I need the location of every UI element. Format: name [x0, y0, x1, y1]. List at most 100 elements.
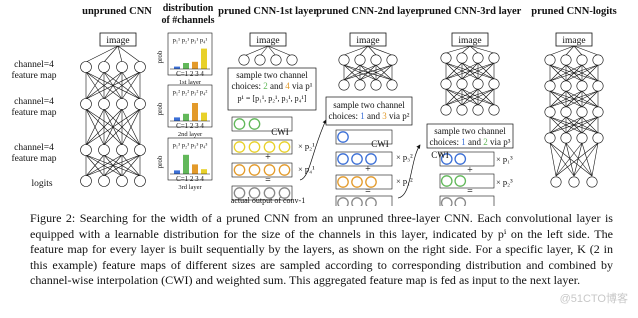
l1-cwi: CWI [271, 127, 289, 137]
neuron [98, 175, 110, 187]
dist-layer-label: 3rd layer [178, 184, 202, 191]
l2-equals: = [365, 186, 371, 197]
channel [233, 164, 246, 176]
neuron [80, 61, 92, 73]
channel [248, 118, 261, 130]
unpruned-image-box [99, 32, 137, 47]
channel [351, 153, 363, 165]
l2-plus: + [365, 164, 371, 175]
neuron [560, 54, 572, 66]
left-label-logits: logits [31, 179, 52, 189]
channel [263, 164, 276, 176]
l2-cwi: CWI [371, 139, 389, 149]
neuron [98, 144, 110, 156]
neuron [560, 80, 572, 92]
dist-bar [201, 169, 207, 174]
dist-legend: p₁¹ p₂¹ p₃¹ p₄¹ [173, 37, 208, 44]
channel [454, 153, 467, 165]
l2-mult-a: × p₃² [396, 152, 413, 162]
logits-panel: image [544, 32, 604, 188]
neuron [544, 80, 556, 92]
l1-image-label: image [256, 36, 279, 46]
l1-choice-box [227, 67, 317, 111]
l1-mult-b: × p₄¹ [298, 164, 315, 174]
channel [263, 141, 276, 153]
unpruned-image-label: image [106, 36, 129, 46]
l3-panel: image sample two channel choices: 1 and … [426, 32, 514, 206]
feature-map [439, 151, 495, 167]
neuron [456, 78, 468, 90]
l3-choice-line1: sample two channel [434, 126, 506, 136]
neuron [254, 54, 266, 66]
dist-ylabel: prob [156, 102, 164, 115]
l3-mult-b: × p₂³ [496, 177, 513, 187]
dist-ylabel: prob [156, 50, 164, 63]
col-title-unpruned: unpruned CNN [82, 6, 152, 17]
neuron [472, 52, 484, 64]
left-label-1b: feature map [11, 70, 56, 81]
neuron [116, 98, 128, 110]
logit-neuron [586, 176, 598, 188]
dist-bar [174, 66, 180, 69]
neuron [592, 54, 604, 66]
neuron [456, 52, 468, 64]
l1-mult-a: × p₂¹ [298, 141, 315, 151]
channel [454, 197, 467, 206]
channel [278, 187, 291, 199]
channel [263, 187, 276, 199]
left-label-2b: feature map [11, 107, 56, 118]
channel [351, 197, 363, 206]
dist-bar [201, 48, 207, 69]
neuron [270, 54, 282, 66]
logits-image-label: image [562, 36, 585, 46]
feature-map [335, 129, 393, 145]
l3-image-label: image [458, 36, 481, 46]
channel [233, 187, 246, 199]
l1-formula: p¹ = [p₁¹, p₂¹, p₃¹, p₄¹] [238, 94, 307, 103]
neuron [592, 80, 604, 92]
l1-actual: actual output of conv-1 [231, 196, 305, 205]
neuron [116, 175, 128, 187]
neuron [238, 54, 250, 66]
l2-choice-box [325, 96, 413, 126]
neuron [80, 175, 92, 187]
col-title-l1: pruned CNN-1st layer [218, 6, 318, 17]
dist-layer-label: 1st layer [179, 79, 202, 86]
feature-map [335, 195, 393, 206]
neuron [440, 104, 452, 116]
neuron [592, 132, 604, 144]
channel [248, 164, 261, 176]
dist-ylabel: prob [156, 155, 164, 168]
neuron [286, 54, 298, 66]
l2-choice-line2: choices: 1 and 3 via p² [329, 111, 410, 121]
neuron [544, 132, 556, 144]
neuron [354, 54, 366, 66]
neuron [576, 132, 588, 144]
neuron [440, 78, 452, 90]
neuron [440, 52, 452, 64]
l3-cwi: CWI [431, 150, 449, 160]
left-label-2a: channel=4 [14, 97, 54, 107]
neuron [370, 54, 382, 66]
neuron [338, 79, 350, 91]
l1-choice-line1: sample two channel [236, 70, 308, 80]
dist-bar [201, 112, 207, 121]
dist-bar [192, 164, 198, 174]
col-title-dist-2: of #channels [161, 15, 214, 26]
feature-map [231, 116, 293, 132]
neuron [354, 79, 366, 91]
l1-choice-line2: choices: 2 and 4 via p¹ [232, 81, 313, 91]
feature-map [231, 162, 293, 178]
l3-mult-a: × p₁³ [496, 154, 513, 164]
l1-plus: + [265, 152, 271, 163]
left-label-3b: feature map [11, 153, 56, 164]
neuron [472, 78, 484, 90]
arrow-l1-l2 [299, 119, 327, 181]
col-title-dist-1: distribution [163, 3, 214, 14]
neuron [134, 144, 146, 156]
neuron [80, 144, 92, 156]
dist-xlabel: C=1 2 3 4 [176, 175, 204, 183]
col-title-l2: pruned CNN-2nd layer [316, 6, 420, 17]
